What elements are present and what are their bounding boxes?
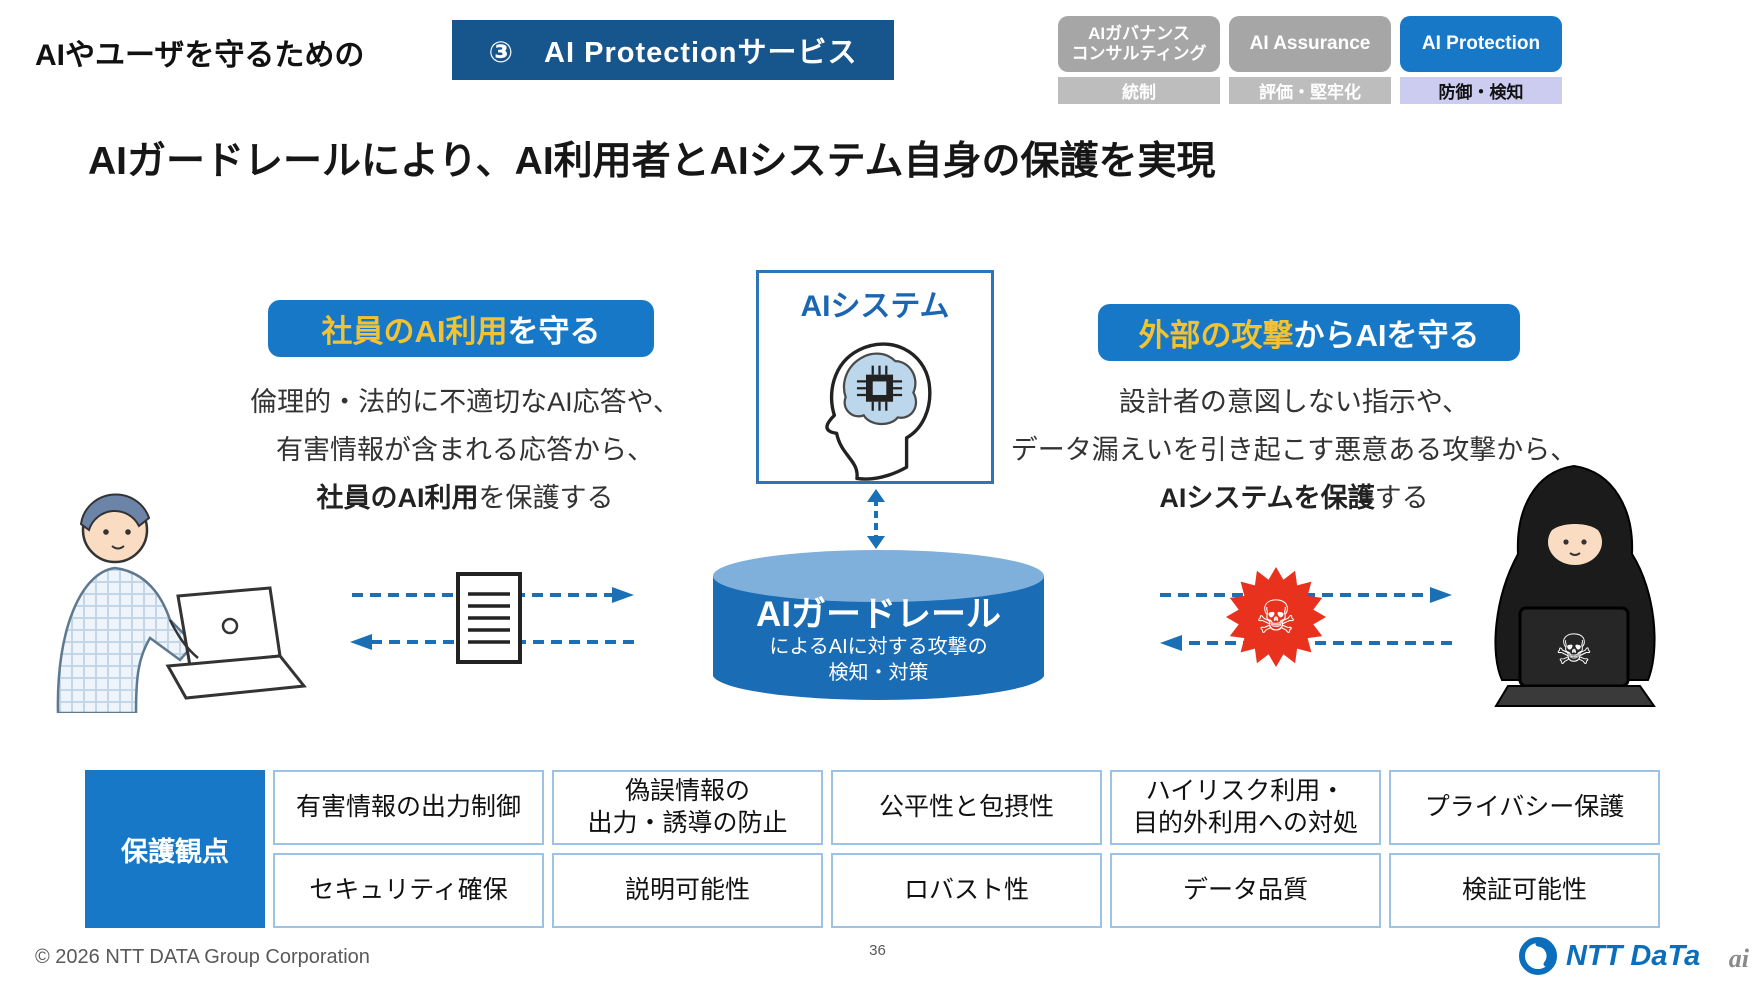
table-cell: 説明可能性 — [552, 853, 823, 928]
skull-burst-icon: ☠ — [1226, 567, 1326, 667]
header-service-badge: ③ AI Protectionサービス — [452, 20, 894, 80]
desc-right-tail: する — [1374, 483, 1429, 513]
table-cell: ロバスト性 — [831, 853, 1102, 928]
tab-sub-governance: 統制 — [1058, 77, 1220, 104]
table-cell: ハイリスク利用・ 目的外利用への対処 — [1110, 770, 1381, 845]
service-tabs: AIガバナンス コンサルティング AI Assurance AI Protect… — [1058, 16, 1562, 104]
desc-left-tail: を保護する — [478, 483, 614, 513]
ntt-data-logo-icon — [1519, 937, 1557, 975]
table-cell: 公平性と包摂性 — [831, 770, 1102, 845]
table-cell: 有害情報の出力制御 — [273, 770, 544, 845]
table-cell: セキュリティ確保 — [273, 853, 544, 928]
callout-left-highlight: 社員のAI利用 — [321, 314, 508, 349]
desc-right-line2: データ漏えいを引き起こす悪意ある攻撃から、 — [1010, 435, 1578, 465]
callout-right-highlight: 外部の攻撃 — [1138, 318, 1294, 353]
page-number: 36 — [869, 942, 886, 959]
tab-sub-protection: 防御・検知 — [1400, 77, 1562, 104]
header-prefix: AIやユーザを守るための — [35, 39, 365, 72]
callout-right-rest: からAIを守る — [1293, 318, 1480, 353]
protection-table: 保護観点 有害情報の出力制御 偽誤情報の 出力・誘導の防止 公平性と包摂性 ハイ… — [85, 770, 1660, 928]
hacker-illustration: ☠ — [1494, 464, 1656, 707]
guardrail-title: AIガードレール — [755, 595, 1001, 634]
tab-ai-protection: AI Protection — [1400, 16, 1562, 72]
copyright: © 2026 NTT DATA Group Corporation — [35, 946, 370, 968]
desc-left-bold: 社員のAI利用 — [316, 483, 479, 513]
table-cell: データ品質 — [1110, 853, 1381, 928]
desc-right-line1: 設計者の意図しない指示や、 — [1118, 387, 1470, 417]
desc-right: 設計者の意図しない指示や、 データ漏えいを引き起こす悪意ある攻撃から、 AIシス… — [1005, 378, 1583, 522]
laptop-icon — [165, 586, 307, 700]
ai-brain-head-icon — [825, 342, 932, 481]
guardrail-desc: によるAIに対する攻撃の 検知・対策 — [769, 636, 988, 684]
callout-protect-ai: 外部の攻撃からAIを守る — [1098, 304, 1520, 361]
ntt-data-logo-text: NTT DaTa — [1566, 939, 1701, 972]
table-cell: プライバシー保護 — [1389, 770, 1660, 845]
ai-system-box: AIシステム — [756, 270, 994, 484]
vertical-double-arrow-icon — [867, 489, 885, 549]
table-cell: 検証可能性 — [1389, 853, 1660, 928]
callout-left-rest: を守る — [507, 314, 601, 349]
guardrail-cylinder — [713, 550, 1044, 700]
tab-ai-governance: AIガバナンス コンサルティング — [1058, 16, 1220, 72]
left-exchange-arrows — [350, 572, 634, 664]
desc-left: 倫理的・法的に不適切なAI応答や、 有害情報が含まれる応答から、 社員のAI利用… — [205, 378, 725, 522]
desc-left-line2: 有害情報が含まれる応答から、 — [276, 435, 654, 465]
tab-sub-assurance: 評価・堅牢化 — [1229, 77, 1391, 104]
svg-text:☠: ☠ — [1255, 591, 1296, 643]
hacker-laptop-icon: ☠ — [1494, 606, 1656, 707]
callout-protect-employees: 社員のAI利用を守る — [268, 300, 654, 357]
tab-ai-assurance: AI Assurance — [1229, 16, 1391, 72]
right-attack-arrows: ☠ — [1160, 567, 1452, 667]
svg-text:☠: ☠ — [1555, 626, 1593, 673]
protection-table-header: 保護観点 — [85, 770, 265, 928]
desc-left-line1: 倫理的・法的に不適切なAI応答や、 — [250, 387, 680, 417]
ntt-data-logo: NTT DaTa — [1518, 936, 1700, 976]
page-title: AIガードレールにより、AI利用者とAIシステム自身の保護を実現 — [88, 140, 1216, 183]
table-cell: 偽誤情報の 出力・誘導の防止 — [552, 770, 823, 845]
employee-laptop-illustration — [56, 493, 307, 713]
ai-system-label: AIシステム — [800, 290, 950, 323]
ai-watermark: ai — [1728, 944, 1749, 973]
document-icon — [456, 572, 522, 664]
desc-right-bold: AIシステムを保護 — [1159, 483, 1375, 513]
